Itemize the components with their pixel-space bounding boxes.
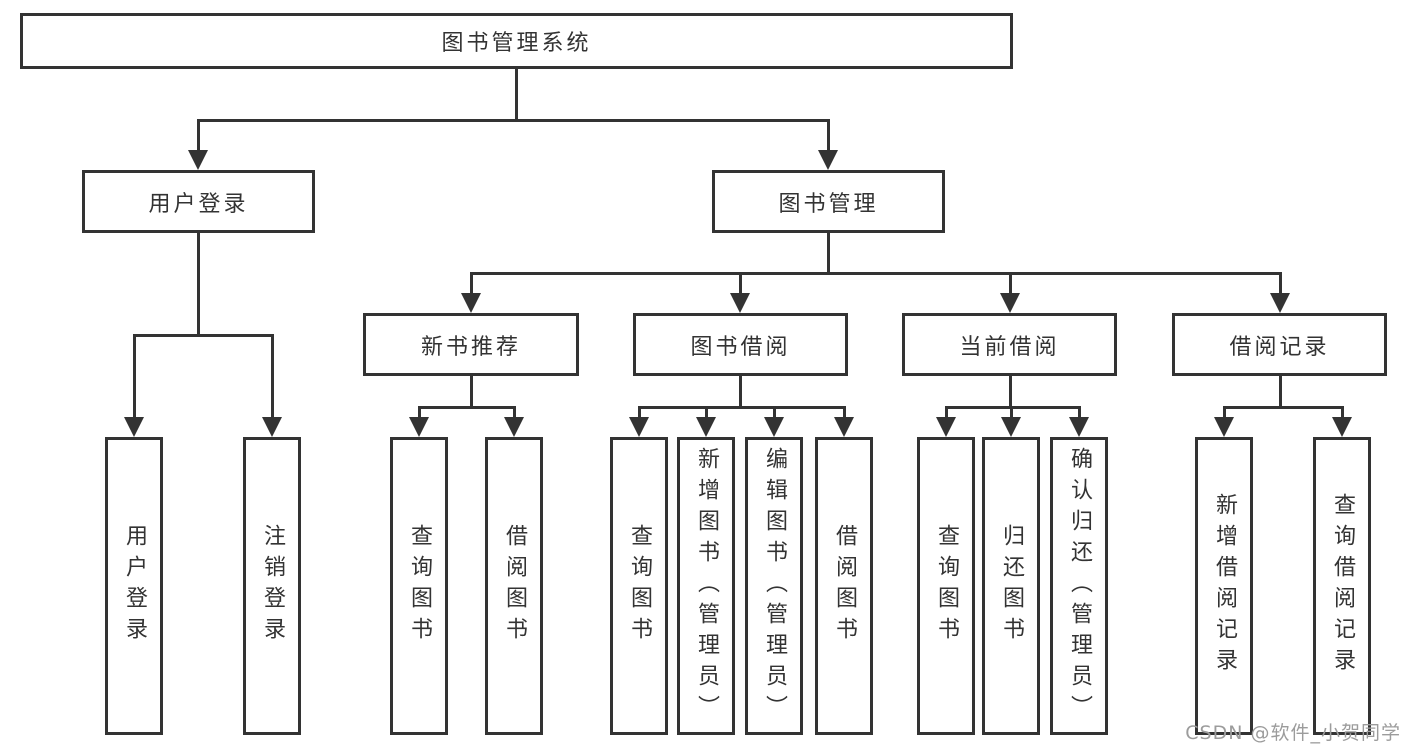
node-label: 借阅记录	[1229, 334, 1330, 360]
leaf-label: 编辑图书（管理员）	[762, 446, 787, 726]
leaf-label: 借阅图书	[502, 524, 527, 648]
connector-arrow-stub	[772, 407, 776, 419]
leaf-label: 注销登录	[260, 524, 285, 648]
connector-arrow-stub	[512, 407, 516, 419]
arrowhead-down-icon	[936, 417, 956, 437]
arrowhead-down-icon	[730, 293, 750, 313]
connector-arrow-stub	[469, 273, 473, 295]
connector-vertical-line	[196, 233, 200, 337]
node-label: 图书管理	[778, 191, 879, 217]
connector-arrow-stub	[1222, 407, 1226, 419]
connector-horizontal-bar	[132, 333, 274, 337]
arrowhead-down-icon	[504, 417, 524, 437]
connector-arrow-stub	[417, 407, 421, 419]
connector-horizontal-bar	[417, 405, 516, 409]
arrowhead-down-icon	[262, 417, 282, 437]
node-user-login: 用户登录	[82, 170, 315, 233]
connector-arrow-stub	[1009, 407, 1013, 419]
leaf-user-login: 用户登录	[105, 437, 163, 735]
arrowhead-down-icon	[834, 417, 854, 437]
node-current-borrowing: 当前借阅	[902, 313, 1117, 376]
connector-arrow-stub	[1278, 273, 1282, 295]
connector-vertical-line	[826, 233, 830, 275]
connector-arrow-stub	[132, 335, 136, 419]
arrowhead-down-icon	[696, 417, 716, 437]
node-book-borrowing: 图书借阅	[633, 313, 848, 376]
arrowhead-down-icon	[461, 293, 481, 313]
connector-vertical-line	[469, 376, 473, 409]
arrowhead-down-icon	[1000, 293, 1020, 313]
connector-arrow-stub	[842, 407, 846, 419]
leaf-label: 查询图书	[627, 524, 652, 648]
connector-arrow-stub	[196, 120, 200, 152]
leaf-label: 用户登录	[122, 524, 147, 648]
connector-arrow-stub	[944, 407, 948, 419]
node-borrowing-records: 借阅记录	[1172, 313, 1387, 376]
node-new-book-recommend: 新书推荐	[363, 313, 579, 376]
leaf-label: 新增借阅记录	[1212, 493, 1237, 679]
node-label: 当前借阅	[959, 334, 1060, 360]
leaf-query-books-borrowing: 查询图书	[610, 437, 668, 735]
leaf-label: 新增图书（管理员）	[694, 446, 719, 726]
leaf-borrow-books-recommend: 借阅图书	[485, 437, 543, 735]
connector-horizontal-bar	[469, 271, 1282, 275]
node-label: 用户登录	[148, 191, 249, 217]
arrowhead-down-icon	[124, 417, 144, 437]
leaf-add-book-admin: 新增图书（管理员）	[677, 437, 735, 735]
leaf-label: 归还图书	[999, 524, 1024, 648]
node-label: 图书管理系统	[441, 31, 592, 56]
arrowhead-down-icon	[764, 417, 784, 437]
connector-arrow-stub	[1340, 407, 1344, 419]
leaf-logout: 注销登录	[243, 437, 301, 735]
arrowhead-down-icon	[629, 417, 649, 437]
connector-horizontal-bar	[196, 118, 830, 122]
connector-vertical-line	[1278, 376, 1282, 409]
node-label: 新书推荐	[420, 334, 521, 360]
connector-arrow-stub	[704, 407, 708, 419]
arrowhead-down-icon	[1270, 293, 1290, 313]
leaf-label: 查询图书	[934, 524, 959, 648]
connector-arrow-stub	[637, 407, 641, 419]
connector-horizontal-bar	[637, 405, 846, 409]
leaf-add-borrow-record: 新增借阅记录	[1195, 437, 1253, 735]
arrowhead-down-icon	[1332, 417, 1352, 437]
connector-arrow-stub	[1008, 273, 1012, 295]
arrowhead-down-icon	[409, 417, 429, 437]
connector-arrow-stub	[1077, 407, 1081, 419]
leaf-label: 借阅图书	[832, 524, 857, 648]
leaf-query-borrow-record: 查询借阅记录	[1313, 437, 1371, 735]
leaf-return-book: 归还图书	[982, 437, 1040, 735]
arrowhead-down-icon	[1001, 417, 1021, 437]
arrowhead-down-icon	[818, 150, 838, 170]
leaf-confirm-return-admin: 确认归还（管理员）	[1050, 437, 1108, 735]
connector-arrow-stub	[738, 273, 742, 295]
csdn-watermark: CSDN @软件_小贺同学	[1185, 722, 1401, 744]
leaf-label: 查询图书	[407, 524, 432, 648]
node-library-management-system: 图书管理系统	[20, 13, 1013, 69]
connector-vertical-line	[514, 69, 518, 121]
leaf-edit-book-admin: 编辑图书（管理员）	[745, 437, 803, 735]
leaf-label: 确认归还（管理员）	[1067, 446, 1092, 726]
connector-arrow-stub	[826, 120, 830, 152]
arrowhead-down-icon	[1069, 417, 1089, 437]
connector-vertical-line	[1008, 376, 1012, 409]
leaf-query-books-recommend: 查询图书	[390, 437, 448, 735]
node-label: 图书借阅	[690, 334, 791, 360]
connector-vertical-line	[738, 376, 742, 409]
leaf-query-books-current: 查询图书	[917, 437, 975, 735]
leaf-label: 查询借阅记录	[1330, 493, 1355, 679]
node-book-management: 图书管理	[712, 170, 945, 233]
arrowhead-down-icon	[188, 150, 208, 170]
connector-horizontal-bar	[944, 405, 1081, 409]
arrowhead-down-icon	[1214, 417, 1234, 437]
leaf-borrow-books-borrowing: 借阅图书	[815, 437, 873, 735]
connector-horizontal-bar	[1222, 405, 1344, 409]
connector-arrow-stub	[270, 335, 274, 419]
